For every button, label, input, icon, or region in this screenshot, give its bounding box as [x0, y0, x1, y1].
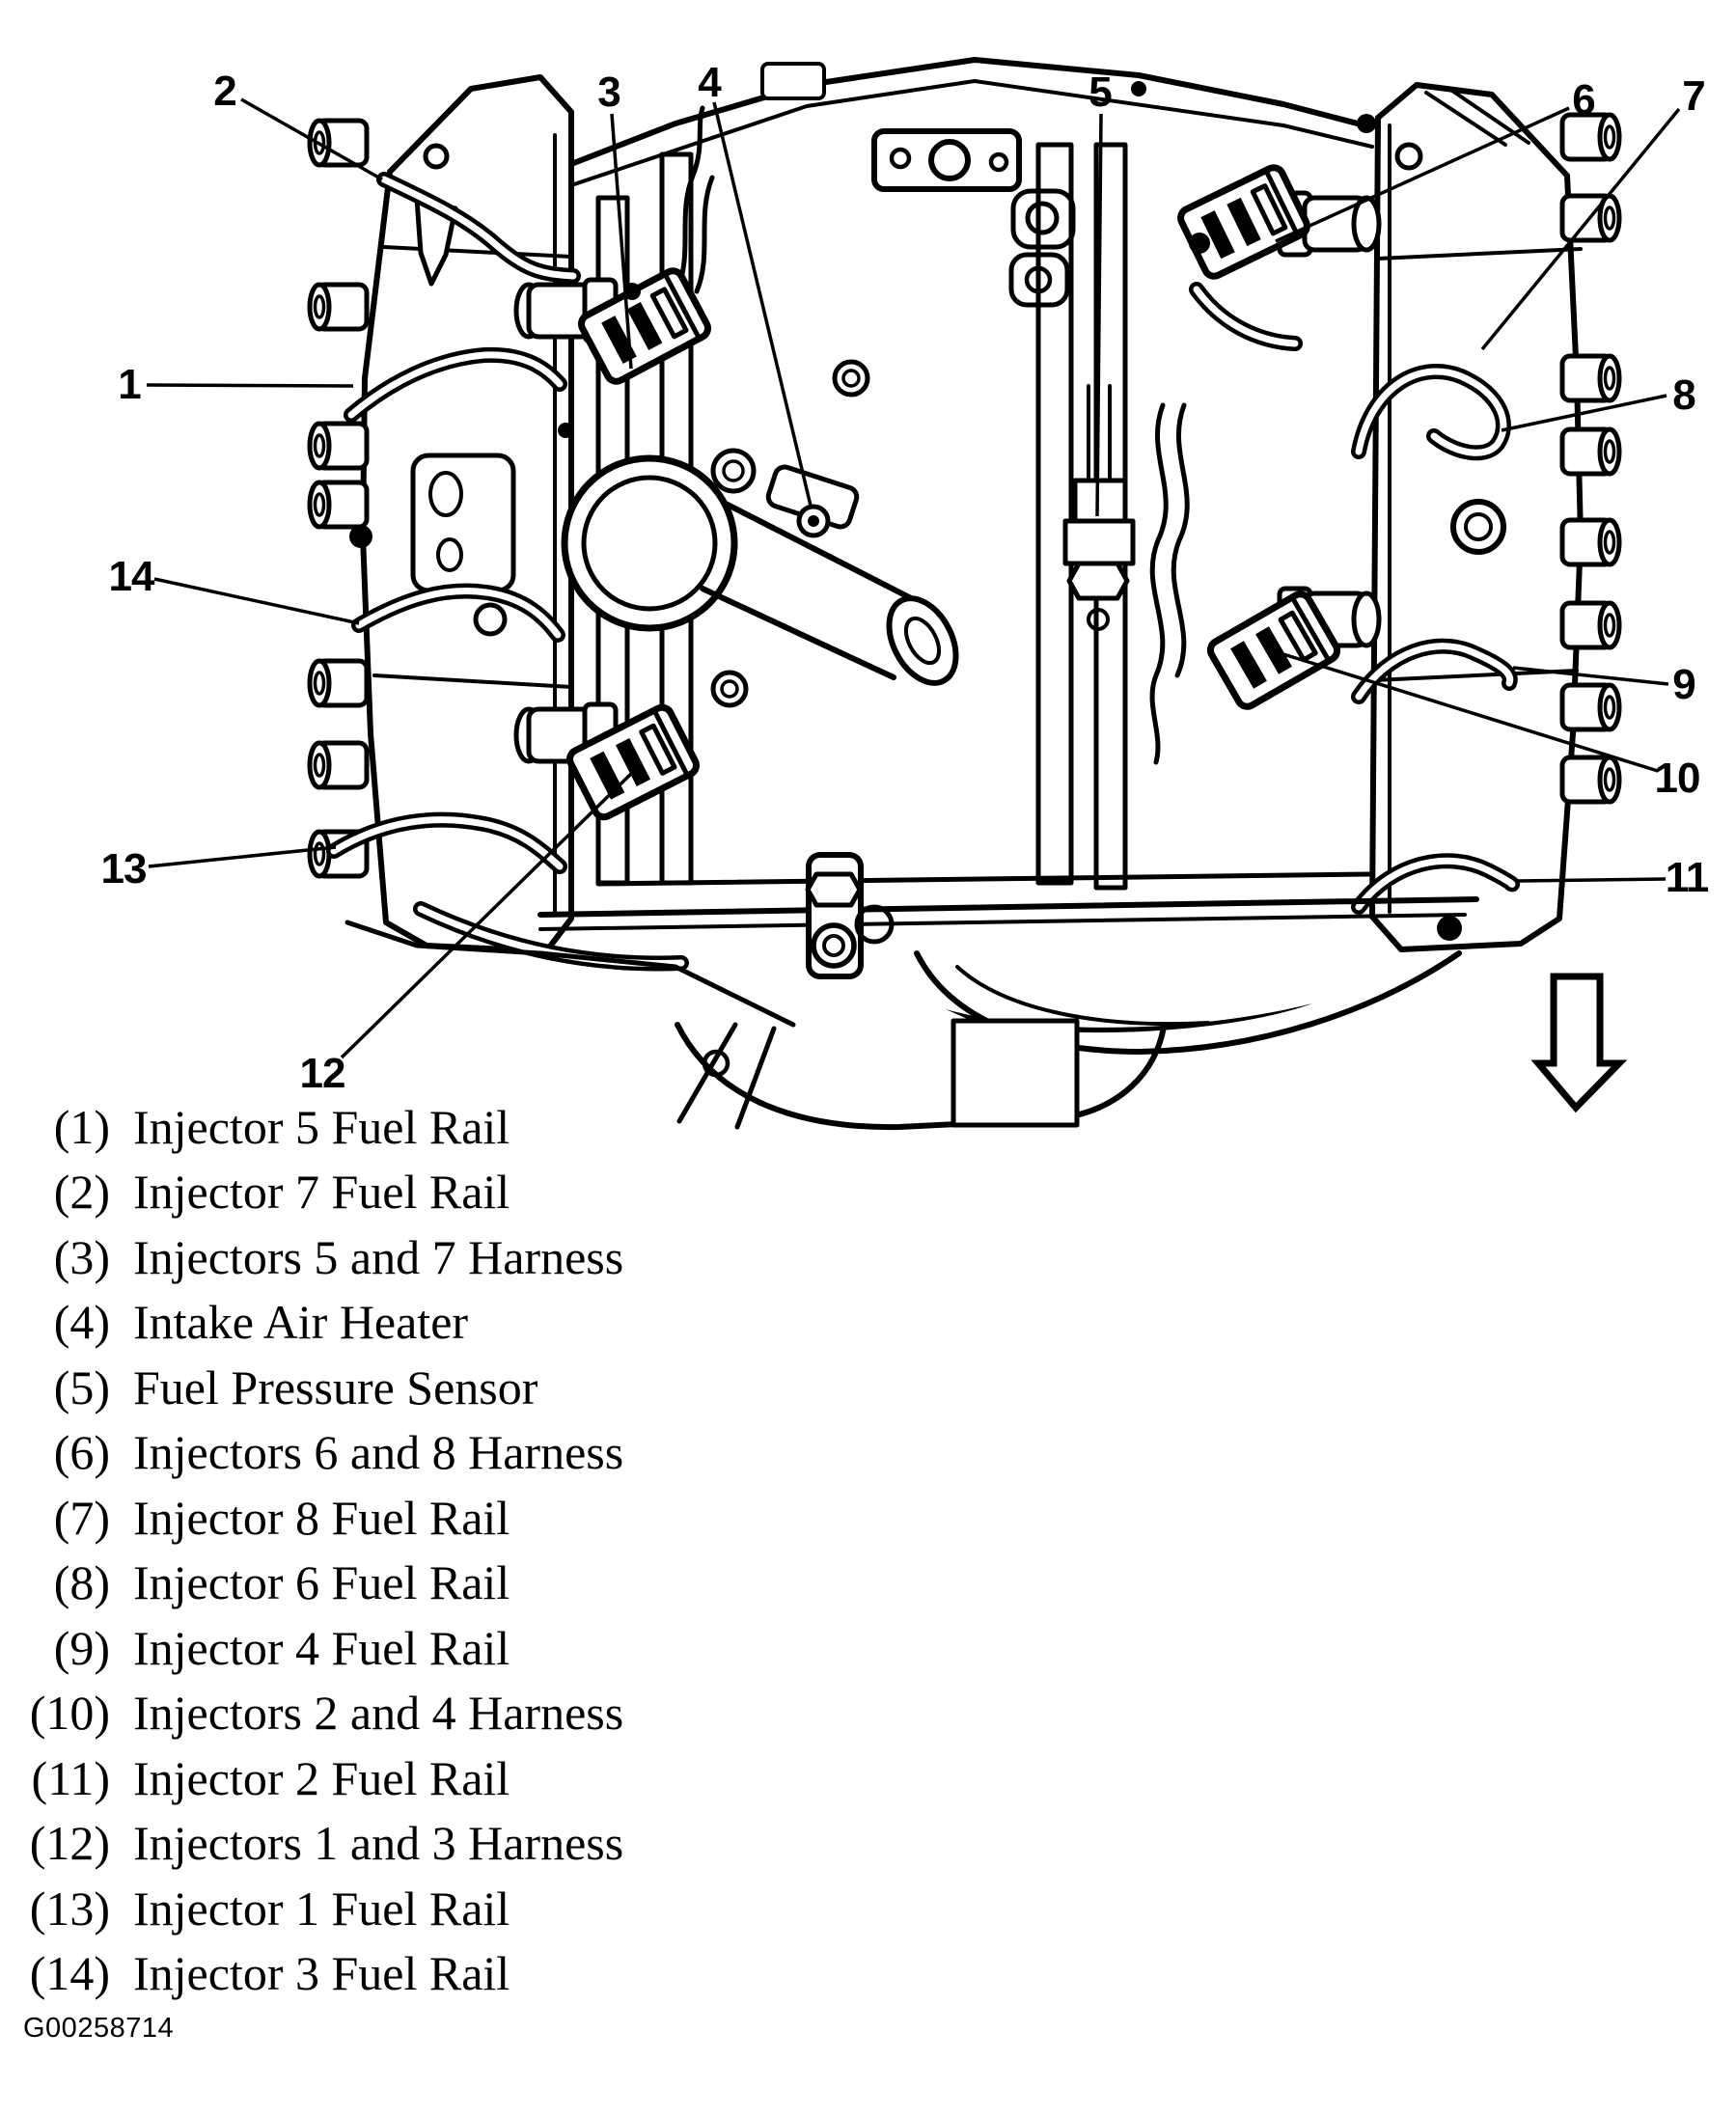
callout-6: 6 — [1572, 76, 1596, 124]
legend-item-label: Injector 3 Fuel Rail — [133, 1946, 510, 2001]
legend-item: (8) Injector 6 Fuel Rail — [0, 1551, 868, 1616]
legend-item-label: Injector 5 Fuel Rail — [133, 1099, 510, 1154]
legend-item: (1) Injector 5 Fuel Rail — [0, 1094, 868, 1160]
callout-8: 8 — [1672, 371, 1696, 419]
legend-item-number: (4) — [53, 1295, 110, 1350]
legend-item-number: (14) — [29, 1946, 110, 2001]
legend-item: (10) Injectors 2 and 4 Harness — [0, 1681, 868, 1746]
legend-item: (13) Injector 1 Fuel Rail — [0, 1876, 868, 1941]
legend-item: (6) Injectors 6 and 8 Harness — [0, 1420, 868, 1486]
legend-item-label: Injector 2 Fuel Rail — [133, 1750, 510, 1805]
legend-item-number: (7) — [53, 1490, 110, 1545]
legend-item-number: (2) — [53, 1165, 110, 1220]
legend-item-number: (5) — [53, 1360, 110, 1415]
callout-1: 1 — [118, 361, 142, 408]
legend-item-number: (1) — [53, 1099, 110, 1154]
callout-11: 11 — [1665, 854, 1710, 901]
legend-item: (5) Fuel Pressure Sensor — [0, 1355, 868, 1420]
legend-item: (2) Injector 7 Fuel Rail — [0, 1160, 868, 1225]
legend-item-number: (13) — [29, 1881, 110, 1936]
callout-10: 10 — [1654, 755, 1701, 802]
legend-item-label: Intake Air Heater — [133, 1295, 469, 1350]
legend-item-number: (12) — [29, 1816, 110, 1871]
legend-item-number: (10) — [29, 1686, 110, 1741]
legend-item: (12) Injectors 1 and 3 Harness — [0, 1811, 868, 1877]
legend-item: (3) Injectors 5 and 7 Harness — [0, 1224, 868, 1290]
legend-item-label: Injectors 6 and 8 Harness — [133, 1425, 624, 1480]
legend-item-label: Injector 7 Fuel Rail — [133, 1165, 510, 1220]
callout-12: 12 — [299, 1050, 346, 1097]
legend-item-number: (6) — [53, 1425, 110, 1480]
legend-item-label: Injector 6 Fuel Rail — [133, 1555, 510, 1610]
callout-3: 3 — [597, 69, 621, 116]
legend-item: (4) Intake Air Heater — [0, 1290, 868, 1356]
callout-9: 9 — [1672, 661, 1696, 708]
legend: (1) Injector 5 Fuel Rail (2) Injector 7 Fu… — [0, 1094, 868, 2006]
callout-14: 14 — [108, 553, 155, 600]
callout-13: 13 — [100, 845, 148, 893]
legend-item-label: Injectors 1 and 3 Harness — [133, 1816, 624, 1871]
engine-block-drawing — [310, 57, 1619, 1131]
callout-4: 4 — [698, 59, 722, 106]
legend-item-label: Injectors 2 and 4 Harness — [133, 1686, 624, 1741]
figure-code: G00258714 — [23, 2013, 175, 2044]
legend-item-number: (3) — [53, 1229, 110, 1284]
legend-item: (14) Injector 3 Fuel Rail — [0, 1941, 868, 2007]
legend-item-label: Injector 1 Fuel Rail — [133, 1881, 510, 1936]
callout-2: 2 — [213, 68, 237, 115]
legend-item-label: Injectors 5 and 7 Harness — [133, 1229, 624, 1284]
legend-item: (9) Injector 4 Fuel Rail — [0, 1615, 868, 1681]
legend-item: (11) Injector 2 Fuel Rail — [0, 1745, 868, 1811]
legend-item-label: Injector 4 Fuel Rail — [133, 1620, 510, 1675]
legend-item-label: Fuel Pressure Sensor — [133, 1360, 538, 1415]
legend-item-label: Injector 8 Fuel Rail — [133, 1490, 510, 1545]
legend-item-number: (11) — [31, 1750, 110, 1805]
callout-7: 7 — [1682, 72, 1706, 120]
legend-item-number: (9) — [53, 1620, 110, 1675]
down-arrow-icon — [1530, 973, 1628, 1113]
legend-item: (7) Injector 8 Fuel Rail — [0, 1485, 868, 1551]
callout-leader-lines — [146, 97, 1681, 1059]
callout-5: 5 — [1088, 69, 1113, 116]
legend-item-number: (8) — [53, 1555, 110, 1610]
